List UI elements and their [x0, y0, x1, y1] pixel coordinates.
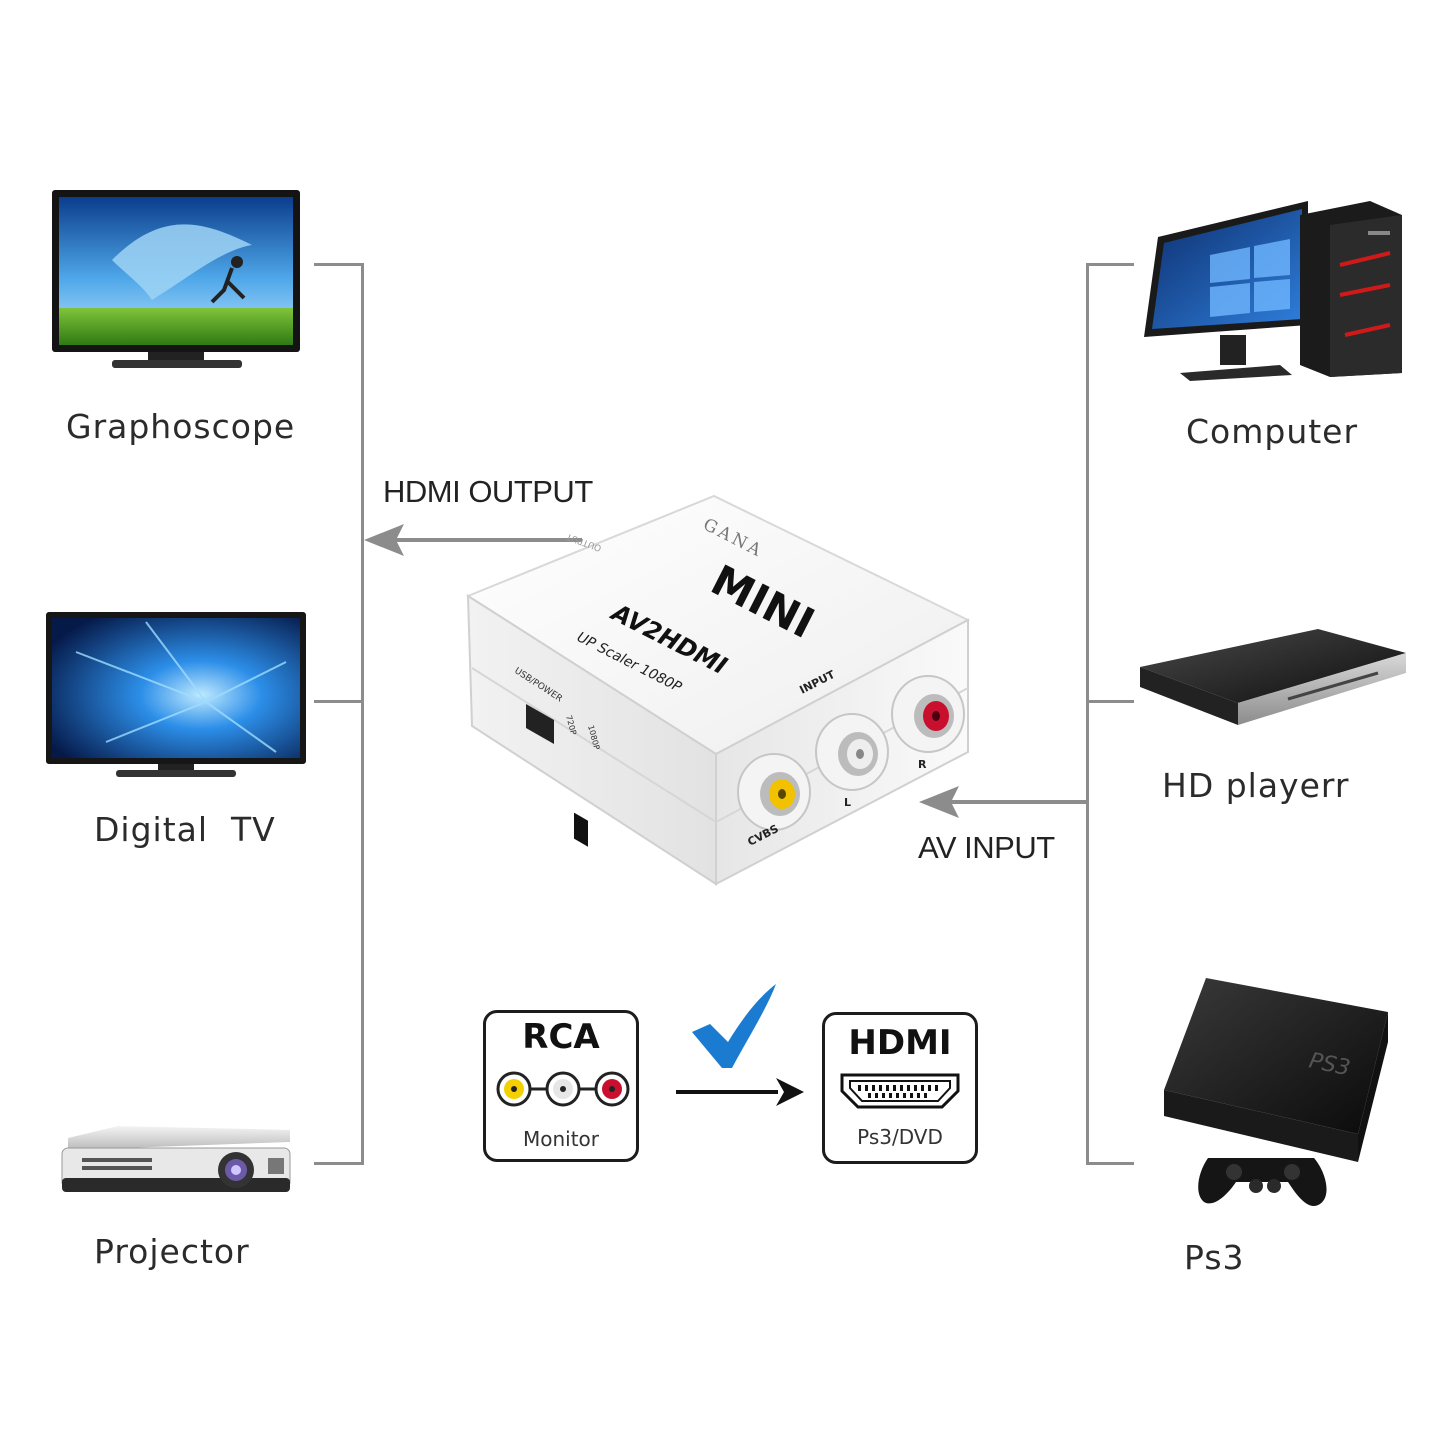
conversion-arrow — [676, 1078, 804, 1106]
jack-r-red — [891, 675, 965, 753]
hdmi-subtitle: Ps3/DVD — [857, 1125, 943, 1149]
device-label-digital-tv: Digital TV — [94, 810, 276, 849]
graphoscope-image — [52, 190, 300, 368]
hdmi-title: HDMI — [848, 1023, 952, 1063]
hdmi-box: HDMI Ps3/DVD — [822, 1012, 978, 1164]
device-label-hd-player: HD playerr — [1162, 766, 1350, 805]
jack-l-white — [815, 713, 889, 791]
rca-title: RCA — [522, 1017, 600, 1057]
left-connector-middle — [314, 700, 364, 703]
computer-image — [1144, 201, 1402, 381]
jack-cvbs-yellow — [737, 753, 811, 831]
av2hdmi-adapter-image: GANA OUTPUT MINI AV2HDMI UP Scaler 1080P… — [465, 494, 971, 886]
digital-tv-image — [46, 612, 306, 777]
hdmi-port-icon — [840, 1073, 960, 1109]
device-label-projector: Projector — [94, 1232, 250, 1271]
adapter-l-text: L — [844, 796, 851, 809]
rca-monitor-box: RCA Monitor — [483, 1010, 639, 1162]
right-connector-middle — [1086, 700, 1134, 703]
hd-player-image — [1140, 629, 1406, 725]
av-input-arrow — [919, 786, 1087, 818]
left-connector-top — [314, 263, 364, 266]
device-label-computer: Computer — [1186, 412, 1359, 451]
device-label-graphoscope: Graphoscope — [66, 407, 296, 446]
rca-jacks-icon — [496, 1071, 630, 1107]
rca-subtitle: Monitor — [522, 1127, 600, 1151]
check-icon — [692, 984, 776, 1068]
ps3-image: PS3 — [1164, 978, 1388, 1206]
left-connector-vertical — [361, 263, 364, 1165]
hdmi-output-arrow — [364, 524, 582, 556]
left-connector-bottom — [314, 1162, 364, 1165]
projector-image — [61, 1126, 291, 1192]
adapter-r-text: R — [918, 758, 927, 771]
device-label-ps3: Ps3 — [1184, 1238, 1245, 1277]
right-connector-vertical — [1086, 263, 1089, 1165]
right-connector-top — [1086, 263, 1134, 266]
hdmi-output-label: HDMI OUTPUT — [383, 474, 593, 509]
right-connector-bottom — [1086, 1162, 1134, 1165]
av-input-label: AV INPUT — [918, 830, 1055, 865]
